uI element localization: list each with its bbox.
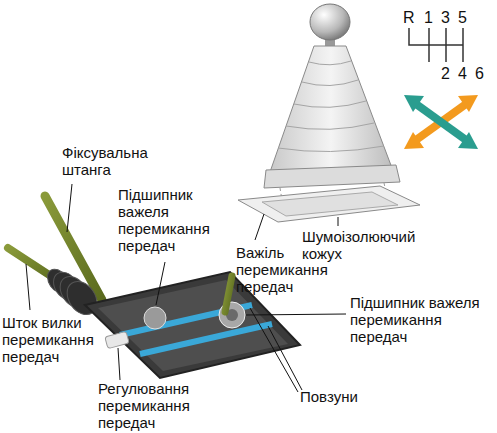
shift-pattern — [409, 28, 463, 62]
lever-bearing — [144, 307, 166, 329]
part-label: Підшипник важеля перемикання передач — [350, 294, 492, 345]
gear-knob — [310, 4, 350, 40]
adjuster — [105, 331, 129, 348]
part-label: Підшипник важеля перемикання передач — [118, 186, 218, 254]
part-label: Фіксувальна штанга — [62, 144, 172, 178]
part-label: Регулювання перемикання передач — [98, 380, 203, 431]
gear-number: 6 — [475, 66, 484, 82]
direction-arrows — [404, 95, 478, 149]
part-label: Важіль перемикання передач — [236, 244, 331, 295]
part-label: Повзуни — [300, 388, 358, 405]
gear-number: 2 — [441, 66, 450, 82]
part-label: Шток вилки перемикання передач — [2, 314, 97, 365]
gear-number: 1 — [424, 10, 433, 26]
part-label: Шумоізолюючий кожух — [302, 228, 427, 262]
cover-inner — [262, 192, 398, 216]
boot-folds — [278, 61, 384, 152]
gear-number: 3 — [441, 10, 450, 26]
slider — [140, 324, 272, 354]
shift-lever — [225, 276, 232, 312]
gear-number: R — [403, 10, 415, 26]
leader-lines — [26, 184, 346, 392]
gear-number: 4 — [458, 66, 467, 82]
boot-frame — [264, 165, 400, 188]
insulation-cover — [238, 186, 420, 222]
shift-boot — [270, 46, 392, 172]
gear-number: 5 — [458, 10, 467, 26]
